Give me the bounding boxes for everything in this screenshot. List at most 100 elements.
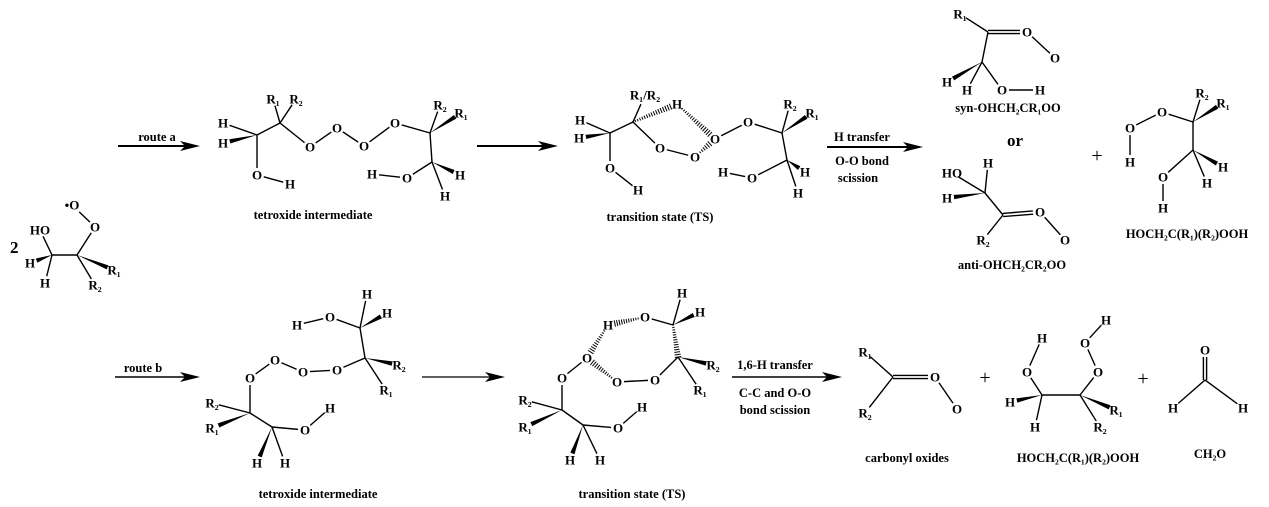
hash-mark bbox=[661, 106, 666, 113]
plus-sign: + bbox=[1137, 368, 1148, 390]
single-bond bbox=[1031, 36, 1051, 54]
atom-label-ho: HO bbox=[30, 223, 50, 238]
single-bond bbox=[1192, 149, 1205, 177]
atom-label-o: O bbox=[743, 115, 753, 130]
atom-label-o: O bbox=[270, 353, 280, 368]
hash-mark bbox=[698, 123, 703, 128]
hash-mark bbox=[696, 122, 701, 127]
single-bond bbox=[359, 300, 367, 329]
double-bond bbox=[1002, 210, 1033, 215]
single-bond bbox=[622, 411, 638, 424]
atom-label-o: O bbox=[402, 171, 412, 186]
atom-label-r1: R₁ bbox=[107, 263, 120, 278]
atom-label-h: H bbox=[1168, 401, 1178, 416]
single-bond bbox=[1192, 99, 1201, 123]
wedge-bond bbox=[673, 313, 695, 325]
cc-oo-label: C-C and O-O bbox=[739, 386, 812, 400]
single-bond bbox=[309, 412, 326, 426]
atom-label-r1: R₁ bbox=[1216, 96, 1229, 111]
hashed-bond bbox=[590, 359, 613, 379]
wedge-bond bbox=[365, 358, 393, 366]
hash-mark bbox=[606, 373, 610, 377]
single-bond bbox=[1029, 344, 1040, 366]
hash-mark bbox=[673, 341, 678, 344]
single-bond bbox=[1030, 377, 1043, 396]
atom-label-h: H bbox=[292, 318, 302, 333]
atom-label-h: H bbox=[1035, 83, 1045, 98]
hash-mark bbox=[695, 120, 699, 125]
single-bond bbox=[1135, 114, 1157, 126]
single-bond bbox=[364, 357, 383, 385]
single-bond bbox=[412, 161, 433, 175]
atom-label-o: O bbox=[298, 365, 308, 380]
single-bond bbox=[969, 61, 983, 85]
atom-label-h: H bbox=[942, 191, 952, 206]
single-bond bbox=[938, 382, 954, 404]
single-bond bbox=[336, 318, 361, 329]
single-bond bbox=[429, 132, 433, 163]
hash-mark bbox=[703, 128, 709, 134]
atom-label-h: H bbox=[718, 165, 728, 180]
atom-label-r2: R₂ bbox=[205, 396, 218, 411]
atom-label-r1: R₁ bbox=[693, 383, 706, 398]
atom-label-o: O bbox=[359, 139, 369, 154]
wedge-bond bbox=[229, 135, 257, 144]
wedge-bond bbox=[678, 357, 707, 366]
hash-mark bbox=[700, 125, 705, 130]
hash-mark bbox=[632, 317, 635, 322]
bonds-layer bbox=[35, 17, 1238, 458]
atom-label-h: H bbox=[25, 256, 35, 271]
atom-label-h: H bbox=[633, 183, 643, 198]
hash-mark bbox=[589, 347, 595, 352]
arrow-head-icon bbox=[538, 141, 558, 151]
arrow-head-icon bbox=[180, 141, 200, 151]
atom-label-h: H bbox=[637, 400, 647, 415]
single-bond bbox=[315, 131, 332, 144]
single-bond bbox=[1044, 216, 1061, 236]
arrow-head-icon bbox=[903, 142, 923, 152]
single-bond bbox=[281, 362, 297, 370]
hash-mark bbox=[659, 107, 663, 114]
hash-mark bbox=[682, 109, 686, 112]
atom-label-o: O bbox=[930, 370, 940, 385]
single-bond bbox=[46, 254, 53, 277]
single-bond bbox=[869, 356, 894, 378]
hash-mark bbox=[627, 318, 630, 323]
atom-label-h: H bbox=[793, 186, 803, 201]
hash-mark bbox=[674, 353, 681, 356]
wedge-bond bbox=[953, 193, 985, 200]
single-bond bbox=[672, 299, 681, 326]
single-bond bbox=[651, 318, 674, 326]
wedge-bond bbox=[530, 410, 562, 427]
carbonyl-oxides-label: carbonyl oxides bbox=[865, 451, 949, 465]
wedge-bond bbox=[432, 162, 455, 175]
single-bond bbox=[561, 409, 584, 426]
atom-label-h: H bbox=[1202, 176, 1212, 191]
atom-label-h: H bbox=[1238, 401, 1248, 416]
hash-mark bbox=[636, 118, 639, 122]
atom-label-o: O bbox=[1035, 205, 1045, 220]
hash-mark bbox=[600, 368, 604, 372]
hash-mark bbox=[634, 119, 637, 123]
hashed-bond bbox=[681, 107, 713, 137]
atom-label-o: O bbox=[305, 140, 315, 155]
hash-mark bbox=[686, 112, 690, 116]
single-bond bbox=[615, 171, 633, 187]
hashed-bond bbox=[699, 140, 713, 154]
hash-mark bbox=[648, 113, 651, 118]
plus-sign: + bbox=[1091, 145, 1102, 167]
hash-mark bbox=[705, 129, 711, 136]
single-bond bbox=[720, 124, 743, 137]
hash-mark bbox=[639, 117, 642, 121]
single-bond bbox=[632, 103, 642, 123]
hash-mark bbox=[596, 364, 601, 370]
hash-mark bbox=[693, 118, 697, 123]
hash-mark bbox=[635, 317, 637, 321]
single-bond bbox=[757, 159, 788, 176]
single-bond bbox=[303, 317, 324, 325]
atom-label-h: H bbox=[1030, 420, 1040, 435]
hash-mark bbox=[657, 108, 661, 114]
single-bond bbox=[229, 124, 258, 136]
atom-label-h: H bbox=[40, 276, 50, 291]
atom-label-r1: R₁ bbox=[454, 106, 467, 121]
